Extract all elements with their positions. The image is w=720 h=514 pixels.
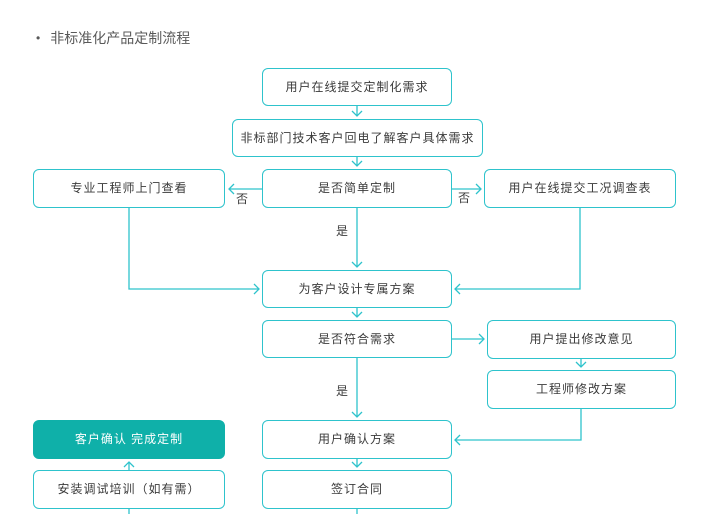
flow-node-sign-contract: 签订合同 (262, 470, 452, 509)
flow-node-install-training: 安装调试培训（如有需） (33, 470, 225, 509)
page-title-text: 非标准化产品定制流程 (50, 30, 191, 46)
flow-node-callback: 非标部门技术客户回电了解客户具体需求 (232, 119, 483, 157)
page-title: • 非标准化产品定制流程 (36, 28, 190, 48)
flow-node-meet-demand: 是否符合需求 (262, 320, 452, 358)
flow-node-confirm-plan: 用户确认方案 (262, 420, 452, 459)
edge-survey-to-design (454, 208, 581, 295)
bullet-icon: • (36, 31, 41, 45)
edge-label: 是 (334, 384, 350, 398)
flow-node-design-plan: 为客户设计专属方案 (262, 270, 452, 308)
edge-label: 否 (234, 192, 250, 206)
flow-node-simple-custom: 是否简单定制 (262, 169, 452, 208)
flow-node-engineer-visit: 专业工程师上门查看 (33, 169, 225, 208)
edge-visit-to-design (128, 208, 260, 295)
edge-revise-to-confirmplan (454, 409, 582, 446)
edge-label: 否 (456, 191, 472, 205)
flow-node-feedback: 用户提出修改意见 (487, 320, 676, 359)
flow-node-confirm-done: 客户确认 完成定制 (33, 420, 225, 459)
flow-node-survey-form: 用户在线提交工况调查表 (484, 169, 676, 208)
flow-node-revise-plan: 工程师修改方案 (487, 370, 676, 409)
flow-node-submit-demand: 用户在线提交定制化需求 (262, 68, 452, 106)
edge-label: 是 (334, 224, 350, 238)
